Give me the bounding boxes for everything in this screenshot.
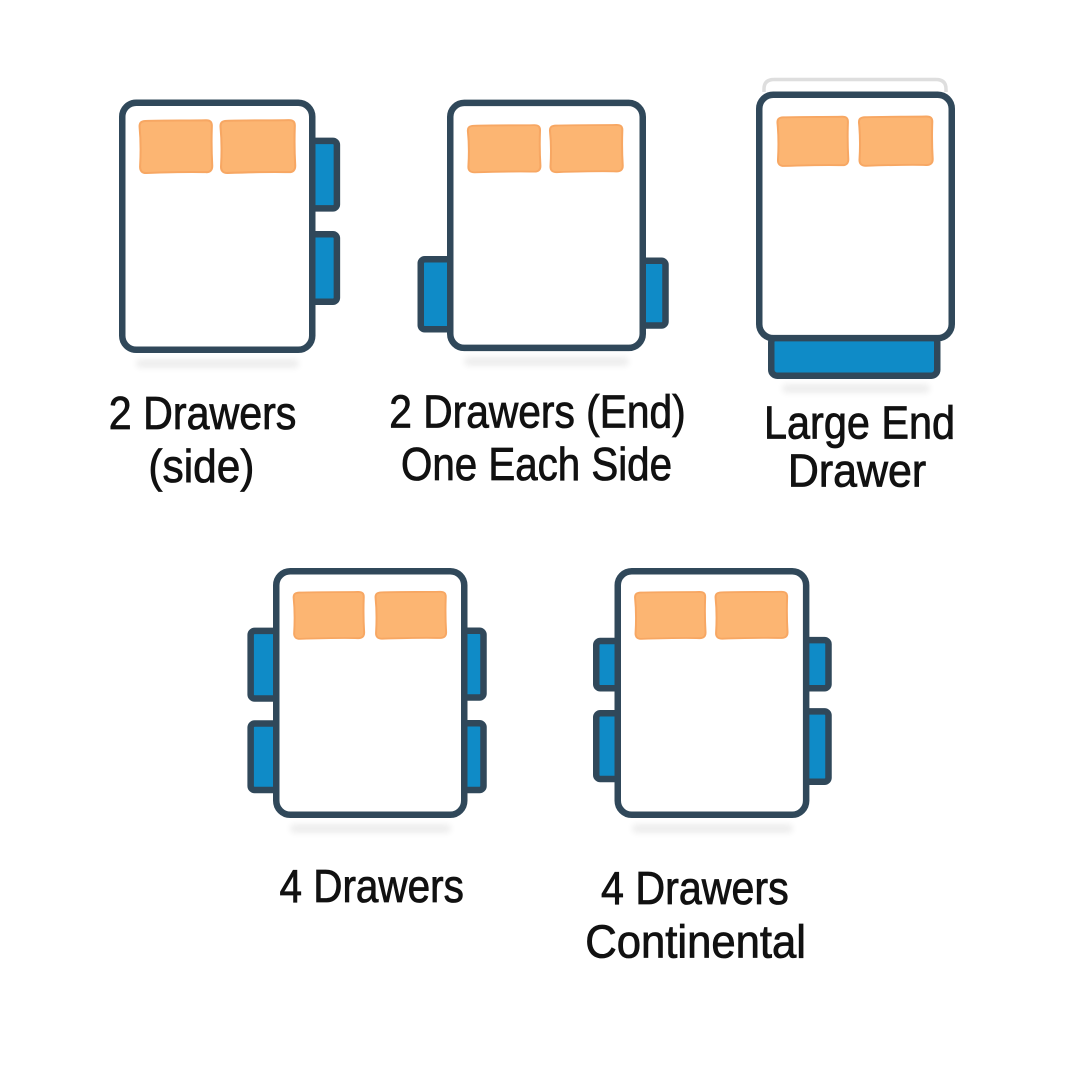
svg-text:2 Drawers: 2 Drawers (109, 387, 297, 439)
svg-text:Large End: Large End (764, 397, 955, 449)
svg-text:4 Drawers: 4 Drawers (601, 862, 789, 914)
svg-text:4 Drawers: 4 Drawers (280, 860, 464, 912)
svg-text:Continental: Continental (585, 916, 806, 968)
svg-text:One Each Side: One Each Side (401, 438, 672, 490)
svg-text:Drawer: Drawer (788, 445, 926, 497)
svg-text:2 Drawers (End): 2 Drawers (End) (389, 386, 685, 438)
svg-text:(side): (side) (148, 440, 254, 492)
